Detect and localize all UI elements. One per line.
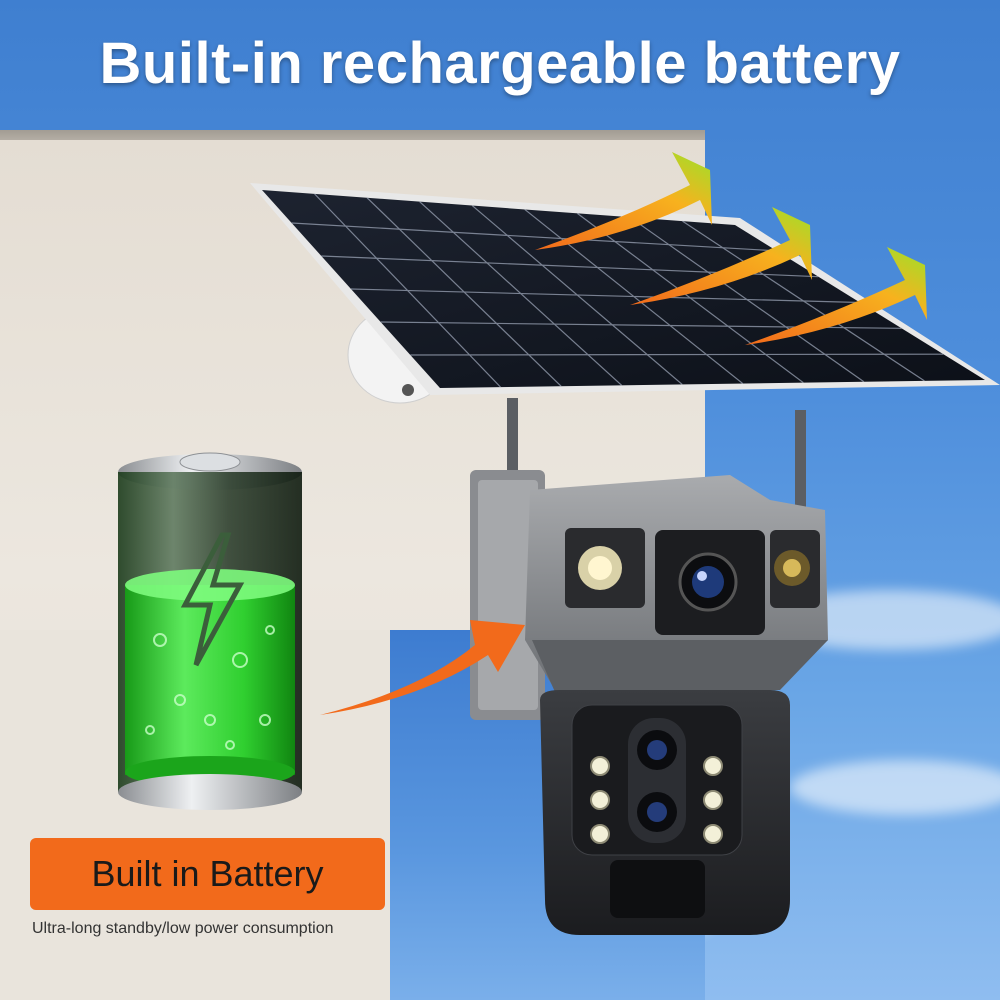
charge-arrow (320, 620, 525, 715)
security-camera (470, 470, 828, 935)
cloud (790, 760, 1000, 815)
antenna-pole (507, 398, 518, 523)
subcaption: Ultra-long standby/low power consumption (32, 920, 334, 937)
lightning-bolt-icon (180, 532, 245, 667)
antenna-pole (795, 410, 806, 520)
battery-badge-label: Built in Battery (91, 853, 324, 894)
battery-badge: Built in Battery (30, 838, 385, 910)
sunlight-arrows (535, 152, 927, 345)
panel-cell-line (291, 222, 777, 252)
panel-cell-line (350, 288, 861, 304)
solar-panel (250, 183, 1000, 395)
headline: Built-in rechargeable battery (99, 31, 901, 96)
panel-cell-line (410, 353, 944, 356)
battery-icon (118, 452, 302, 810)
